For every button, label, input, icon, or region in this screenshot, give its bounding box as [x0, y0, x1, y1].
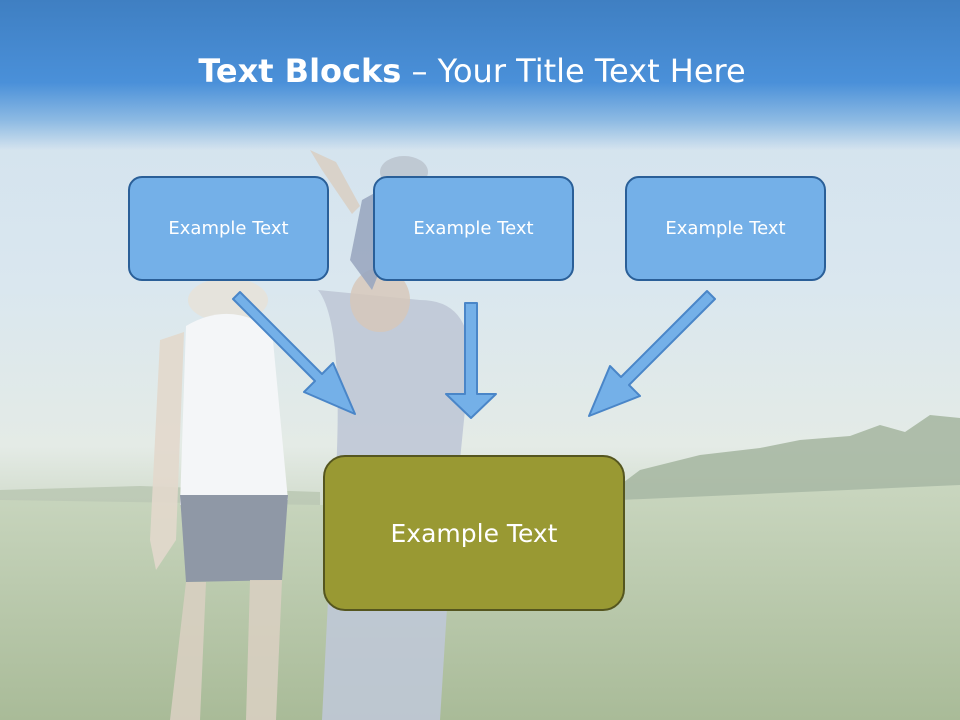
text-block-2-label: Example Text — [413, 218, 534, 239]
text-block-2[interactable]: Example Text — [373, 176, 574, 281]
target-text-block[interactable]: Example Text — [323, 455, 625, 611]
arrow-left — [232, 291, 356, 415]
arrow-center — [445, 302, 497, 419]
title-bar — [0, 0, 960, 150]
text-block-1-label: Example Text — [168, 218, 289, 239]
text-block-1[interactable]: Example Text — [128, 176, 329, 281]
target-text-block-label: Example Text — [390, 518, 558, 548]
slide-title: Text Blocks – Your Title Text Here — [0, 52, 944, 90]
text-block-3[interactable]: Example Text — [625, 176, 826, 281]
title-bold-text: Text Blocks — [198, 52, 402, 90]
text-block-3-label: Example Text — [665, 218, 786, 239]
title-rest-text: – Your Title Text Here — [401, 52, 746, 90]
arrow-right — [588, 290, 716, 417]
